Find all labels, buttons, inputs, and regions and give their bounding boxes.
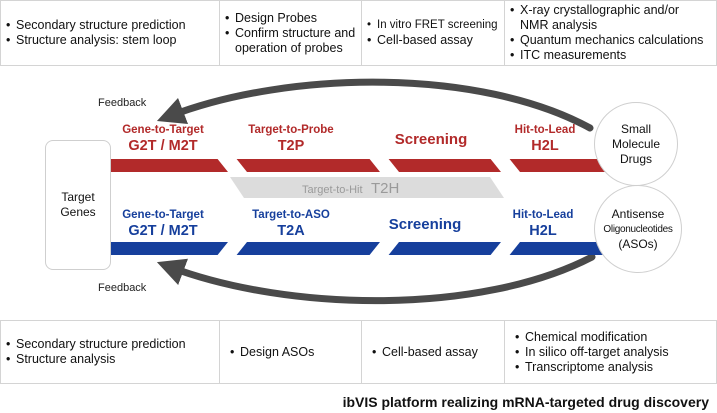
- diagram-caption: ibVIS platform realizing mRNA-targeted d…: [342, 394, 709, 410]
- bullet-item: X-ray crystallographic and/or: [510, 3, 716, 18]
- target-genes-line2: Genes: [60, 205, 96, 219]
- bullet-item: Design ASOs: [230, 345, 361, 360]
- red-stage1-small: Gene-to-Target: [122, 124, 204, 136]
- blue-stage2-small: Target-to-ASO: [252, 209, 330, 221]
- red-stage1-big: G2T / M2T: [128, 138, 198, 154]
- red-stage-divider: [212, 152, 247, 172]
- small-molecule-line2: Molecule: [611, 136, 661, 151]
- bullet-item: ITC measurements: [510, 48, 716, 63]
- antisense-line1: Antisense: [611, 206, 665, 221]
- bullet-item: Confirm structure and: [225, 26, 361, 41]
- bullet-item: Structure analysis: [6, 352, 219, 367]
- blue-stage1-big: G2T / M2T: [128, 223, 198, 239]
- top-box-4: X-ray crystallographic and/or NMR analys…: [504, 1, 716, 65]
- bullet-item: Secondary structure prediction: [6, 18, 219, 33]
- target-genes-box: Target Genes: [45, 140, 111, 270]
- blue-stage-divider: [364, 242, 399, 262]
- target-to-hit-big: T2H: [370, 180, 400, 197]
- red-stage4-small: Hit-to-Lead: [514, 124, 576, 136]
- blue-stage-divider: [485, 242, 520, 262]
- bottom-box-4: Chemical modification In silico off-targ…: [504, 321, 716, 383]
- feedback-label-top: Feedback: [98, 97, 147, 109]
- bullet-item: Cell-based assay: [367, 33, 504, 48]
- top-box-3: In vitro FRET screening Cell-based assay: [361, 1, 504, 65]
- red-stage-divider: [364, 152, 399, 172]
- antisense-aso-circle: Antisense Oligonucleotides (ASOs): [594, 185, 682, 273]
- target-genes-line1: Target: [61, 190, 95, 204]
- top-box-2: Design Probes Confirm structure and oper…: [219, 1, 361, 65]
- bullet-item: Transcriptome analysis: [515, 360, 716, 375]
- bullet-item: Cell-based assay: [372, 345, 504, 360]
- target-to-hit-band: [230, 177, 504, 198]
- antisense-line3: (ASOs): [618, 236, 658, 251]
- blue-stage3-big: Screening: [388, 216, 462, 233]
- bottom-box-3: Cell-based assay: [361, 321, 504, 383]
- bullet-continuation: operation of probes: [235, 40, 343, 55]
- top-box-1: Secondary structure prediction Structure…: [1, 1, 219, 65]
- red-stage2-big: T2P: [277, 138, 305, 154]
- bullet-item: Quantum mechanics calculations: [510, 33, 716, 48]
- bullet-item: In silico off-target analysis: [515, 345, 716, 360]
- small-molecule-drugs-circle: Small Molecule Drugs: [594, 102, 678, 186]
- red-stage4-big: H2L: [531, 138, 559, 154]
- top-info-row: Secondary structure prediction Structure…: [0, 0, 717, 66]
- target-to-hit-small: Target-to-Hit: [302, 184, 363, 196]
- feedback-label-bottom: Feedback: [98, 282, 147, 294]
- bullet-item: Design Probes: [225, 11, 361, 26]
- red-stage2-small: Target-to-Probe: [248, 124, 334, 136]
- blue-stage1-small: Gene-to-Target: [122, 209, 204, 221]
- target-to-hit-label: Target-to-Hit T2H: [302, 180, 399, 198]
- bullet-item: Chemical modification: [515, 330, 716, 345]
- bullet-item: Secondary structure prediction: [6, 337, 219, 352]
- red-stage3-big: Screening: [394, 131, 468, 148]
- small-molecule-line1: Small: [620, 121, 651, 136]
- blue-track-bar: [110, 242, 620, 255]
- red-track-bar: [110, 159, 620, 172]
- bullet-continuation: NMR analysis: [520, 18, 598, 32]
- small-molecule-line3: Drugs: [619, 151, 652, 166]
- bullet-item: Structure analysis: stem loop: [6, 33, 219, 48]
- bottom-info-row: Secondary structure prediction Structure…: [0, 320, 717, 384]
- bullet-item: In vitro FRET screening: [367, 18, 504, 33]
- blue-stage4-big: H2L: [529, 223, 557, 239]
- bottom-box-1: Secondary structure prediction Structure…: [1, 321, 219, 383]
- bottom-box-2: Design ASOs: [219, 321, 361, 383]
- blue-stage2-big: T2A: [277, 223, 305, 239]
- blue-stage4-small: Hit-to-Lead: [512, 209, 574, 221]
- feedback-arrow-top: [156, 78, 594, 132]
- red-stage-divider: [485, 152, 520, 172]
- blue-stage-divider: [212, 242, 247, 262]
- feedback-arrow-bottom: [156, 253, 596, 305]
- antisense-line2: Oligonucleotides: [603, 223, 673, 235]
